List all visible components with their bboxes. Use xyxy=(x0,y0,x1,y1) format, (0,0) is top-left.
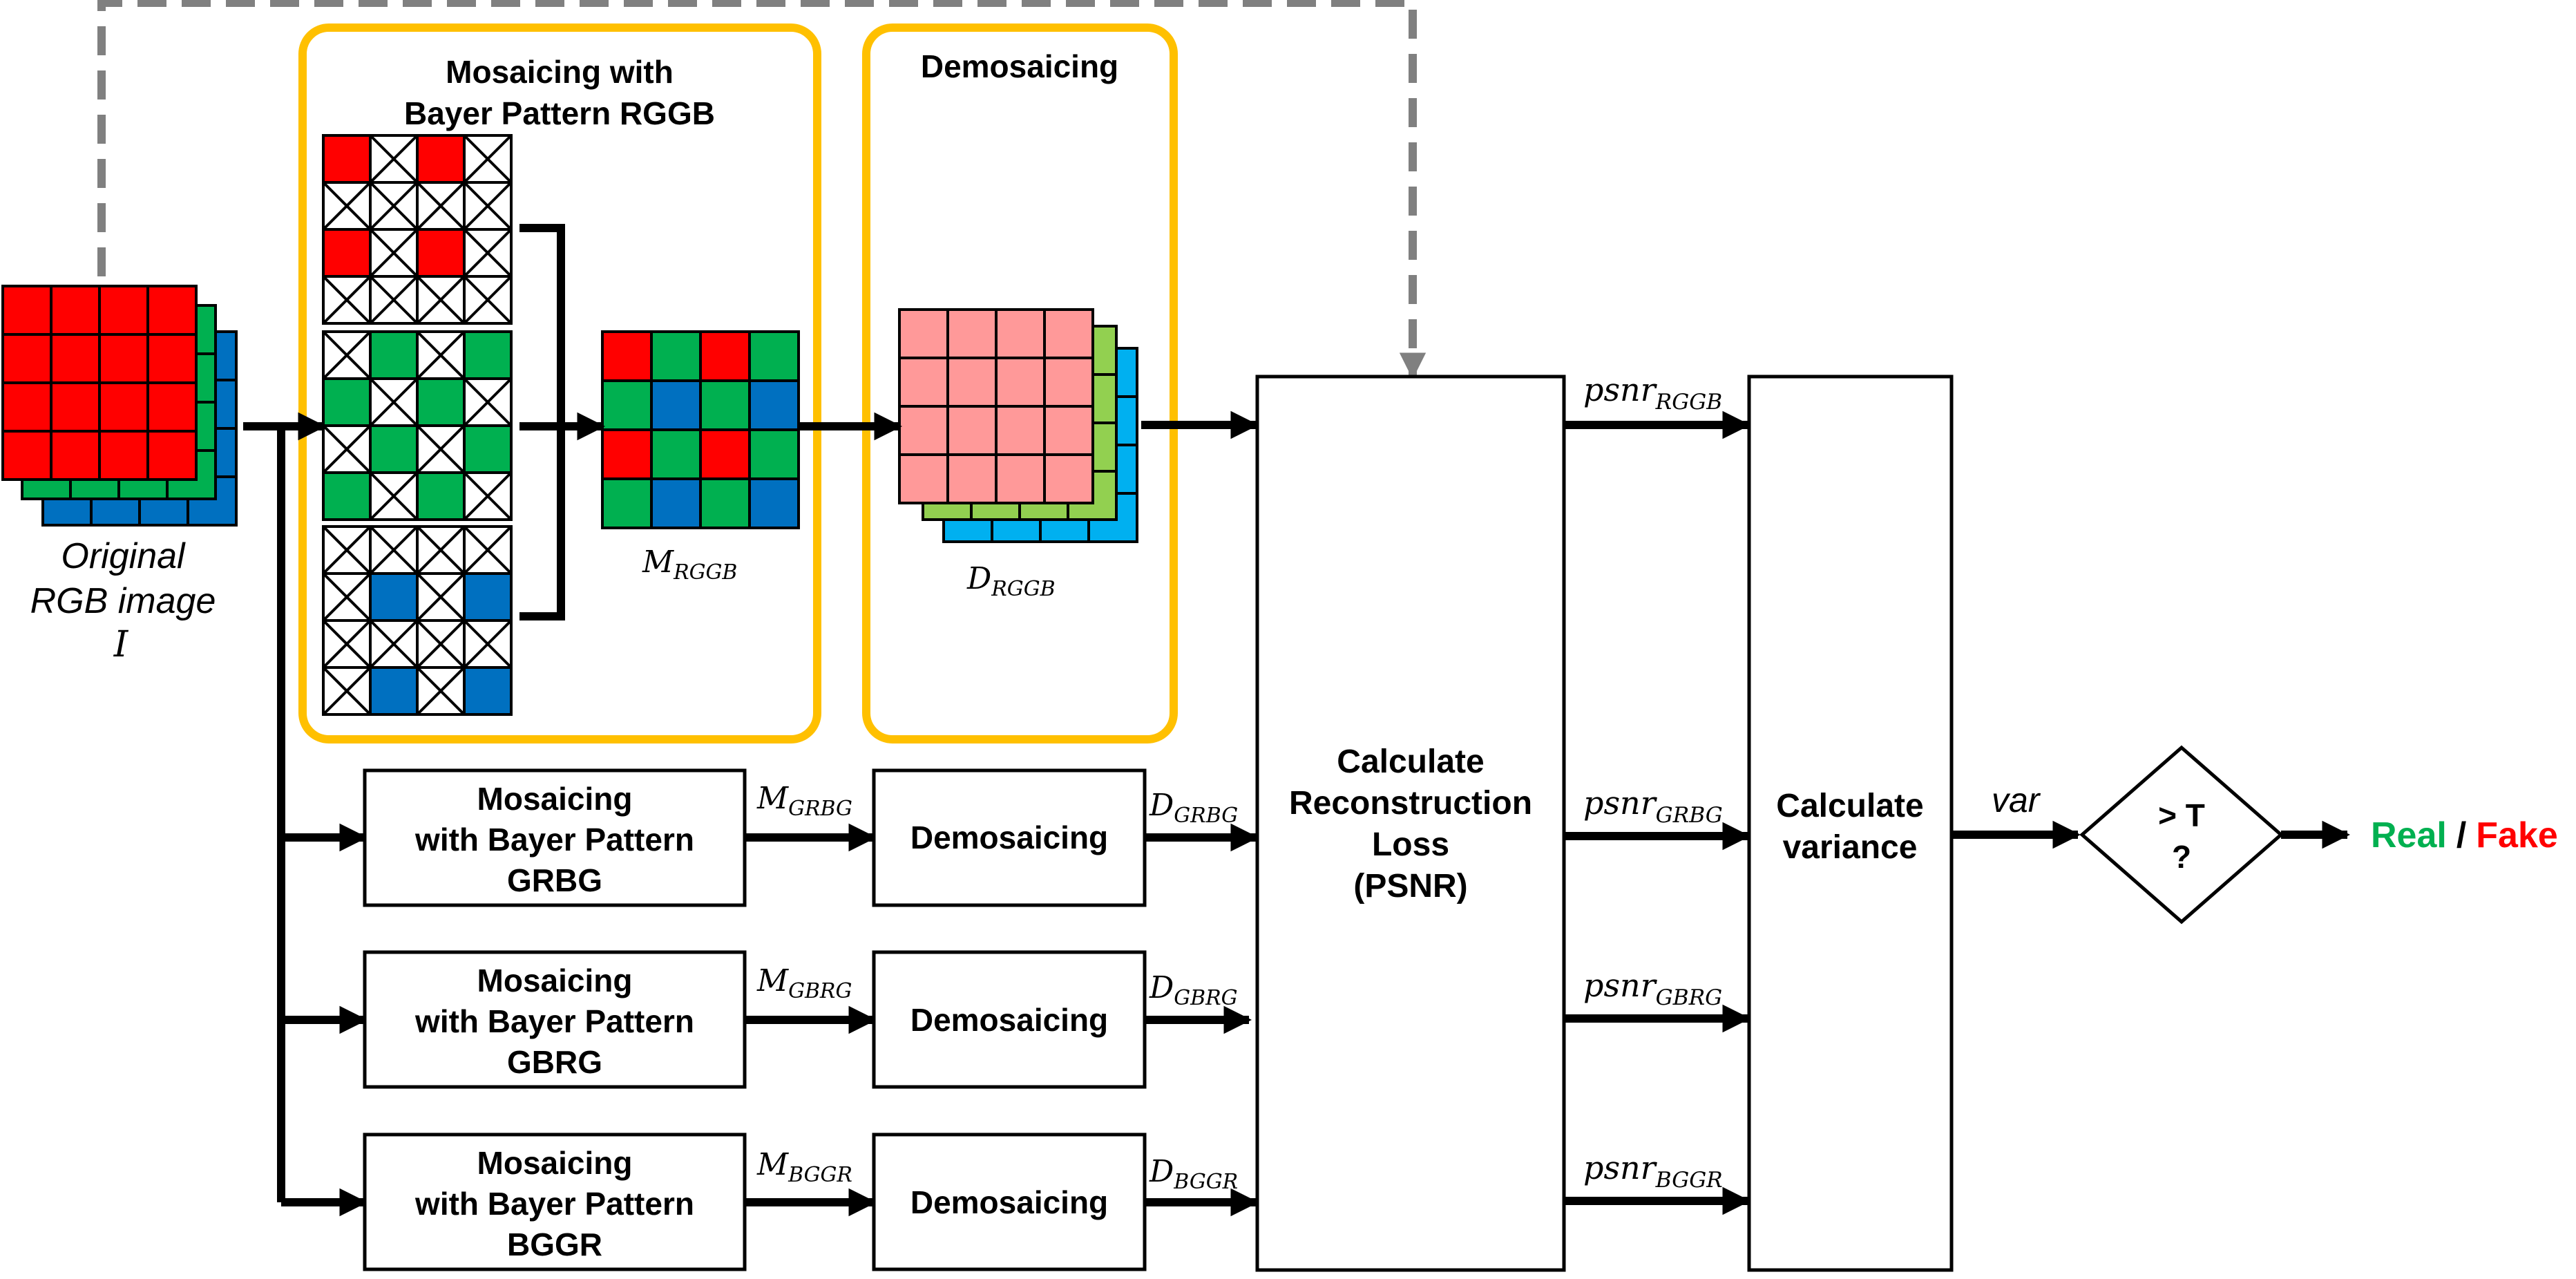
psnr-gbrg-label: psnrGBRG xyxy=(1583,967,1722,1010)
loss-line3: Loss xyxy=(1372,826,1449,863)
d-rggb-label: DRGGB xyxy=(966,561,1056,601)
d-gbrg-label: DGBRG xyxy=(1149,970,1238,1010)
psnr-rggb-label: psnrRGGB xyxy=(1583,371,1722,415)
m-bggr-label: MBGGR xyxy=(756,1147,852,1187)
demosaicing-gbrg-label: Demosaicing xyxy=(910,1002,1108,1038)
threshold-diamond xyxy=(2079,745,2284,925)
mosaicing-bggr-line3: BGGR xyxy=(507,1226,602,1262)
psnr-bggr-label: psnrBGGR xyxy=(1583,1149,1723,1193)
mosaicing-grbg-line3: GRBG xyxy=(507,862,602,898)
rggb-mosaicing-group xyxy=(298,23,821,743)
variance-line2: variance xyxy=(1783,829,1918,866)
var-label: var xyxy=(1992,781,2041,819)
original-rgb-image xyxy=(1,285,238,527)
threshold-line2: ? xyxy=(2172,839,2191,875)
feedback-dashed-arrow xyxy=(97,0,1427,379)
mosaicing-bggr-line2: with Bayer Pattern xyxy=(414,1186,694,1222)
rggb-mosaic-cells xyxy=(601,330,800,529)
reconstruction-loss-box xyxy=(1255,375,1566,1272)
m-rggb-label: MRGGB xyxy=(642,544,737,585)
demosaicing-title: Demosaicing xyxy=(921,48,1118,84)
mosaicing-gbrg-line2: with Bayer Pattern xyxy=(414,1003,694,1039)
rggb-title-line2: Bayer Pattern RGGB xyxy=(404,95,715,131)
threshold-line1: > T xyxy=(2158,797,2205,833)
loss-line4: (PSNR) xyxy=(1353,868,1467,904)
original-symbol: I xyxy=(113,624,129,665)
channel-planes xyxy=(322,134,513,716)
demosaicing-gbrg-box xyxy=(872,950,1147,1089)
demosaiced-red-layer xyxy=(898,308,1094,504)
variance-line1: Calculate xyxy=(1776,788,1923,824)
mosaicing-gbrg-line3: GBRG xyxy=(507,1044,602,1080)
blue-plane-grid xyxy=(322,525,513,716)
psnr-grbg-label: psnrGRBG xyxy=(1583,784,1723,828)
branch-connectors xyxy=(277,426,368,1217)
m-gbrg-label: MGBRG xyxy=(756,963,852,1003)
fake-label: Fake xyxy=(2476,815,2558,855)
loss-line2: Reconstruction xyxy=(1289,785,1532,822)
variance-box xyxy=(1747,375,1954,1272)
d-bggr-label: DBGGR xyxy=(1149,1154,1238,1194)
psnr-arrows xyxy=(1564,410,1751,1215)
result-text: Real/Fake xyxy=(2371,815,2558,855)
mosaicing-grbg-box xyxy=(363,768,747,907)
demosaicing-bggr-label: Demosaicing xyxy=(910,1184,1108,1220)
rggb-title-line1: Mosaicing with xyxy=(446,54,674,90)
red-channel-layer xyxy=(1,285,198,481)
red-plane-grid xyxy=(322,134,513,325)
rggb-mosaic-grid xyxy=(601,330,800,529)
mosaicing-bggr-box xyxy=(363,1133,747,1271)
mosaicing-bggr-line1: Mosaicing xyxy=(477,1145,633,1181)
demosaicing-grbg-label: Demosaicing xyxy=(910,819,1108,855)
mosaicing-gbrg-box xyxy=(363,950,747,1089)
green-plane-grid xyxy=(322,330,513,521)
mosaicing-grbg-line2: with Bayer Pattern xyxy=(414,822,694,858)
demosaicing-group xyxy=(862,23,1178,743)
loss-line1: Calculate xyxy=(1337,743,1484,780)
demosaicing-grbg-box xyxy=(872,768,1147,907)
mosaicing-grbg-line1: Mosaicing xyxy=(477,781,633,817)
m-grbg-label: MGRBG xyxy=(756,781,852,821)
original-label-line2: RGB image xyxy=(30,581,216,621)
mosaicing-gbrg-line1: Mosaicing xyxy=(477,963,633,998)
result-separator: / xyxy=(2456,815,2466,855)
original-label-line1: Original xyxy=(61,536,186,576)
d-grbg-label: DGRBG xyxy=(1149,788,1238,828)
demosaiced-image xyxy=(898,308,1138,543)
real-label: Real xyxy=(2371,815,2447,855)
